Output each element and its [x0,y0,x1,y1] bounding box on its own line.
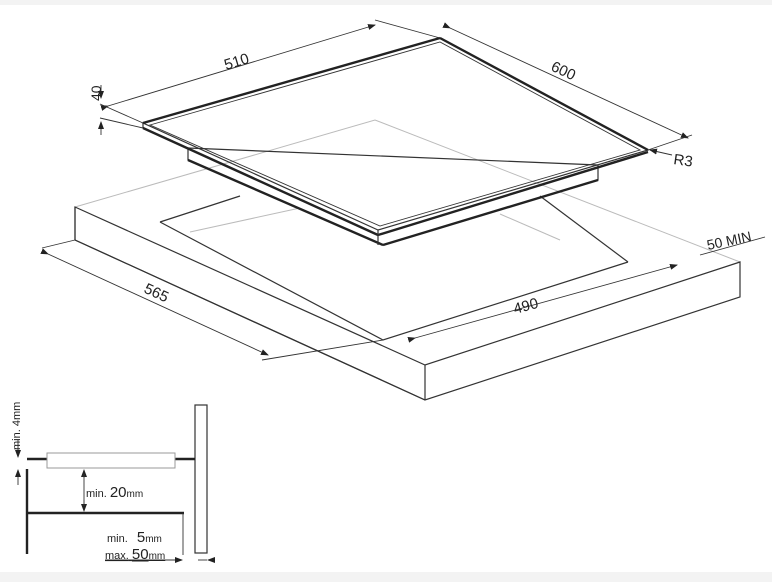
min-5mm-unit: mm [145,534,162,545]
dim-510-label: 510 [222,50,251,74]
min-5mm-label: min. 5mm [107,529,162,546]
min-20mm-value: 20 [110,484,127,501]
min-20mm-label: min. 20mm [86,484,143,501]
min-5mm-prefix: min. [107,533,128,545]
bottom-border [0,572,772,582]
max-50mm-value: 50 [132,546,149,563]
worktop [74,119,741,401]
radius-r3-label: R3 [672,151,693,171]
dim-40-label: 40 [88,85,104,101]
top-border [0,0,772,5]
min-4mm-label: min. 4mm [11,402,23,450]
dimension-lines [40,19,766,361]
min-20mm-prefix: min. [86,488,107,500]
dim-600-label: 600 [548,58,578,84]
min-20mm-unit: mm [127,489,144,500]
max-50mm-unit: mm [149,551,166,562]
max-50mm-prefix: max. [105,550,129,562]
min-5mm-value: 5 [137,529,145,546]
dim-565-label: 565 [141,280,171,306]
max-50mm-label: max. 50mm [105,546,165,563]
dim-490-label: 490 [512,295,541,318]
dim-50-min-label: 50 MIN [705,228,752,253]
section-detail [15,404,215,563]
